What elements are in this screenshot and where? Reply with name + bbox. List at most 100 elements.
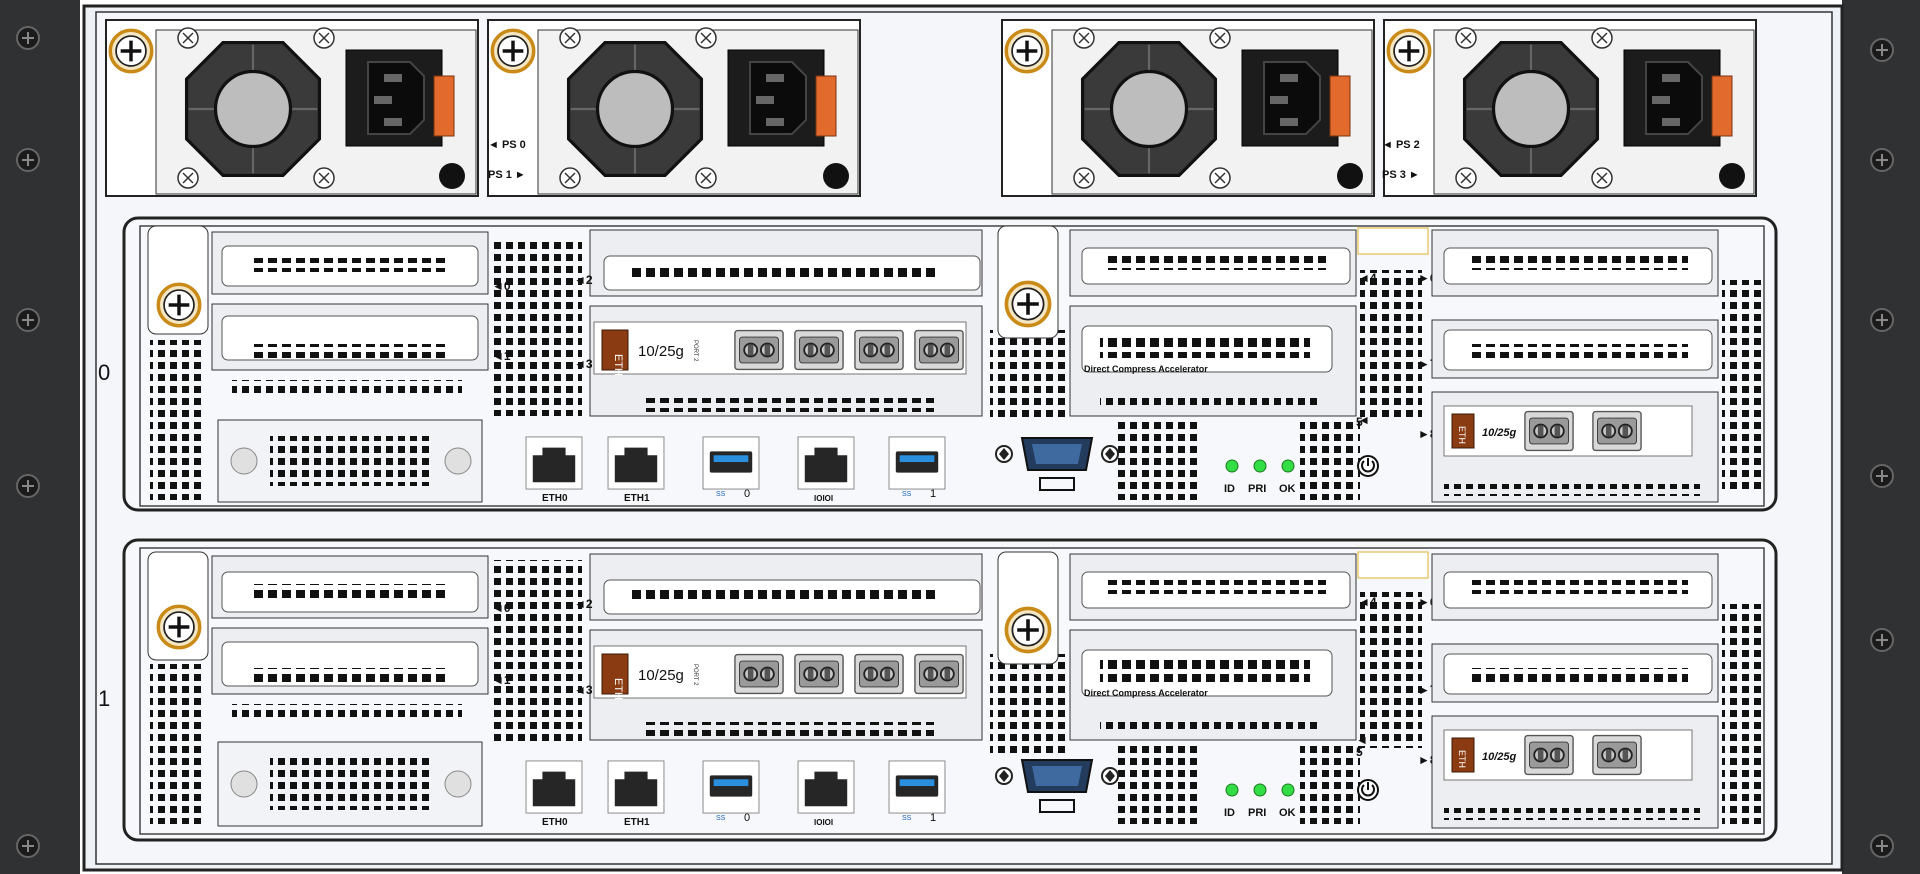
node-0-usb0-port[interactable] xyxy=(702,436,760,490)
power-supply-0[interactable] xyxy=(105,19,479,197)
node-0-small-eth-badge: ETH xyxy=(1457,426,1467,444)
svg-text:◄1: ◄1 xyxy=(492,349,511,363)
node-1-slot2-num: 2 xyxy=(586,597,593,611)
node-1-number: 1 xyxy=(98,686,110,711)
node-0-usb1-port[interactable] xyxy=(888,436,946,490)
node-1-accelerator-label: Direct Compress Accelerator xyxy=(1084,688,1208,698)
power-inlet-icon xyxy=(726,48,826,148)
node-1-id-led xyxy=(1225,783,1239,797)
node-1-blank-panel xyxy=(217,741,483,827)
node-1-fiber-port-4[interactable] xyxy=(914,653,964,695)
node-1-left-screw[interactable] xyxy=(156,604,202,650)
node-1-pri-led xyxy=(1253,783,1267,797)
node-0-center-screw[interactable] xyxy=(1004,280,1052,328)
node-1-eth-badge: ETH xyxy=(612,678,624,700)
node-1-slot5-num: 5 xyxy=(1356,745,1363,759)
node-0-slot2-num: 2 xyxy=(586,273,593,287)
node-0-small-fiber-port-2[interactable] xyxy=(1592,410,1642,452)
node-0-fiber-port-2[interactable] xyxy=(794,329,844,371)
node-1-fiber-port-2[interactable] xyxy=(794,653,844,695)
power-supply-2[interactable] xyxy=(1001,19,1375,197)
power-supply-3[interactable] xyxy=(1383,19,1757,197)
node-0-slot3-num: 3 xyxy=(586,357,593,371)
node-0-nic-large[interactable]: ETH 10/25g PORT 2 xyxy=(589,305,983,417)
node-0-eth1-port[interactable] xyxy=(607,436,665,490)
node-0-nic-speed: 10/25g xyxy=(638,343,684,360)
node-1-center-screw[interactable] xyxy=(1004,606,1052,654)
node-1-slot-6[interactable] xyxy=(1431,553,1719,621)
usb-logo-icon: SS xyxy=(716,815,726,822)
node-0-nic-small[interactable]: ETH 10/25g xyxy=(1431,391,1719,503)
node-1-slot-4[interactable] xyxy=(1069,553,1357,621)
power-button-icon[interactable] xyxy=(1357,779,1379,801)
node-1-serial-port[interactable] xyxy=(797,760,855,814)
usb-logo-icon: SS xyxy=(716,491,726,498)
power-inlet-icon xyxy=(344,48,444,148)
node-1-slot-7[interactable] xyxy=(1431,643,1719,703)
svg-text:◄4: ◄4 xyxy=(1358,595,1377,609)
node-1-small-eth-badge: ETH xyxy=(1457,750,1467,768)
node-1-slot-0[interactable] xyxy=(211,555,489,619)
node-0-eth0-port[interactable] xyxy=(525,436,583,490)
power-supply-1[interactable] xyxy=(487,19,861,197)
node-1-small-nic-speed: 10/25g xyxy=(1482,751,1517,763)
node-0-eth1-label: ETH1 xyxy=(624,493,650,504)
node-0-fiber-port-4[interactable] xyxy=(914,329,964,371)
node-0-left-screw[interactable] xyxy=(156,282,202,328)
node-0-slot-4[interactable] xyxy=(1069,229,1357,297)
node-0-slot-2[interactable] xyxy=(589,229,983,297)
node-0-slot-6[interactable] xyxy=(1431,229,1719,297)
node-0-fiber-port-3[interactable] xyxy=(854,329,904,371)
rack-screw-icon xyxy=(16,26,1894,858)
svg-text:◄0: ◄0 xyxy=(492,279,511,293)
node-0-accelerator[interactable]: Direct Compress Accelerator xyxy=(1069,305,1357,417)
rack-rail-right xyxy=(1842,0,1920,874)
node-1-fiber-port-1[interactable] xyxy=(734,653,784,695)
node-0-slot4-num: 4 xyxy=(1370,271,1377,285)
svg-text:◄ PS 2: ◄ PS 2 xyxy=(1382,139,1420,151)
node-1-nic-port-label: PORT 2 xyxy=(692,664,698,686)
usb-logo-icon: SS xyxy=(902,815,912,822)
node-1-nic-speed: 10/25g xyxy=(638,667,684,684)
node-0-eth-badge: ETH xyxy=(612,354,624,376)
node-0-slot-7[interactable] xyxy=(1431,319,1719,379)
svg-text:PS 1 ►: PS 1 ► xyxy=(488,169,526,181)
node-1-slot-1[interactable] xyxy=(211,627,489,695)
svg-text:◄3: ◄3 xyxy=(574,683,593,697)
node-0-small-nic-speed: 10/25g xyxy=(1482,427,1517,439)
node-0-serial-port[interactable] xyxy=(797,436,855,490)
node-1-accelerator[interactable]: Direct Compress Accelerator xyxy=(1069,629,1357,741)
node-0-small-fiber-port-1[interactable] xyxy=(1524,410,1574,452)
node-1-fiber-port-3[interactable] xyxy=(854,653,904,695)
node-1-slot0-num: 0 xyxy=(504,601,511,615)
node-0-blank-panel xyxy=(217,419,483,503)
node-0-fiber-port-1[interactable] xyxy=(734,329,784,371)
svg-text:◄2: ◄2 xyxy=(574,273,593,287)
node-0-slot1-num: 1 xyxy=(504,349,511,363)
node-1-small-fiber-port-1[interactable] xyxy=(1524,734,1574,776)
node-1-slot3-num: 3 xyxy=(586,683,593,697)
svg-text:◄: ◄ xyxy=(1358,413,1370,427)
node-1-slot-2[interactable] xyxy=(589,553,983,621)
node-0-pri-led xyxy=(1253,459,1267,473)
node-1-eth0-port[interactable] xyxy=(525,760,583,814)
svg-text:◄ PS 0: ◄ PS 0 xyxy=(488,139,526,151)
node-0-slot-1[interactable] xyxy=(211,303,489,371)
node-0-id-label: ID xyxy=(1224,483,1235,495)
node-0: 0 ◄0 ◄1 xyxy=(98,216,1778,512)
svg-text:◄3: ◄3 xyxy=(574,357,593,371)
node-0-slot-0[interactable] xyxy=(211,231,489,295)
ps0-label: PS 0 xyxy=(502,139,526,151)
node-1-nic-large[interactable]: ETH 10/25g PORT 2 xyxy=(589,629,983,741)
svg-text:◄2: ◄2 xyxy=(574,597,593,611)
node-1: 1 ◄0 ◄1 xyxy=(98,538,1778,842)
node-1-usb0-port[interactable] xyxy=(702,760,760,814)
node-1-nic-small[interactable]: ETH 10/25g xyxy=(1431,715,1719,829)
node-1-small-fiber-port-2[interactable] xyxy=(1592,734,1642,776)
power-button-icon[interactable] xyxy=(1357,455,1379,477)
node-1-eth1-port[interactable] xyxy=(607,760,665,814)
node-1-usb1-port[interactable] xyxy=(888,760,946,814)
node-0-ok-led xyxy=(1281,459,1295,473)
node-1-eth1-label: ETH1 xyxy=(624,817,650,828)
